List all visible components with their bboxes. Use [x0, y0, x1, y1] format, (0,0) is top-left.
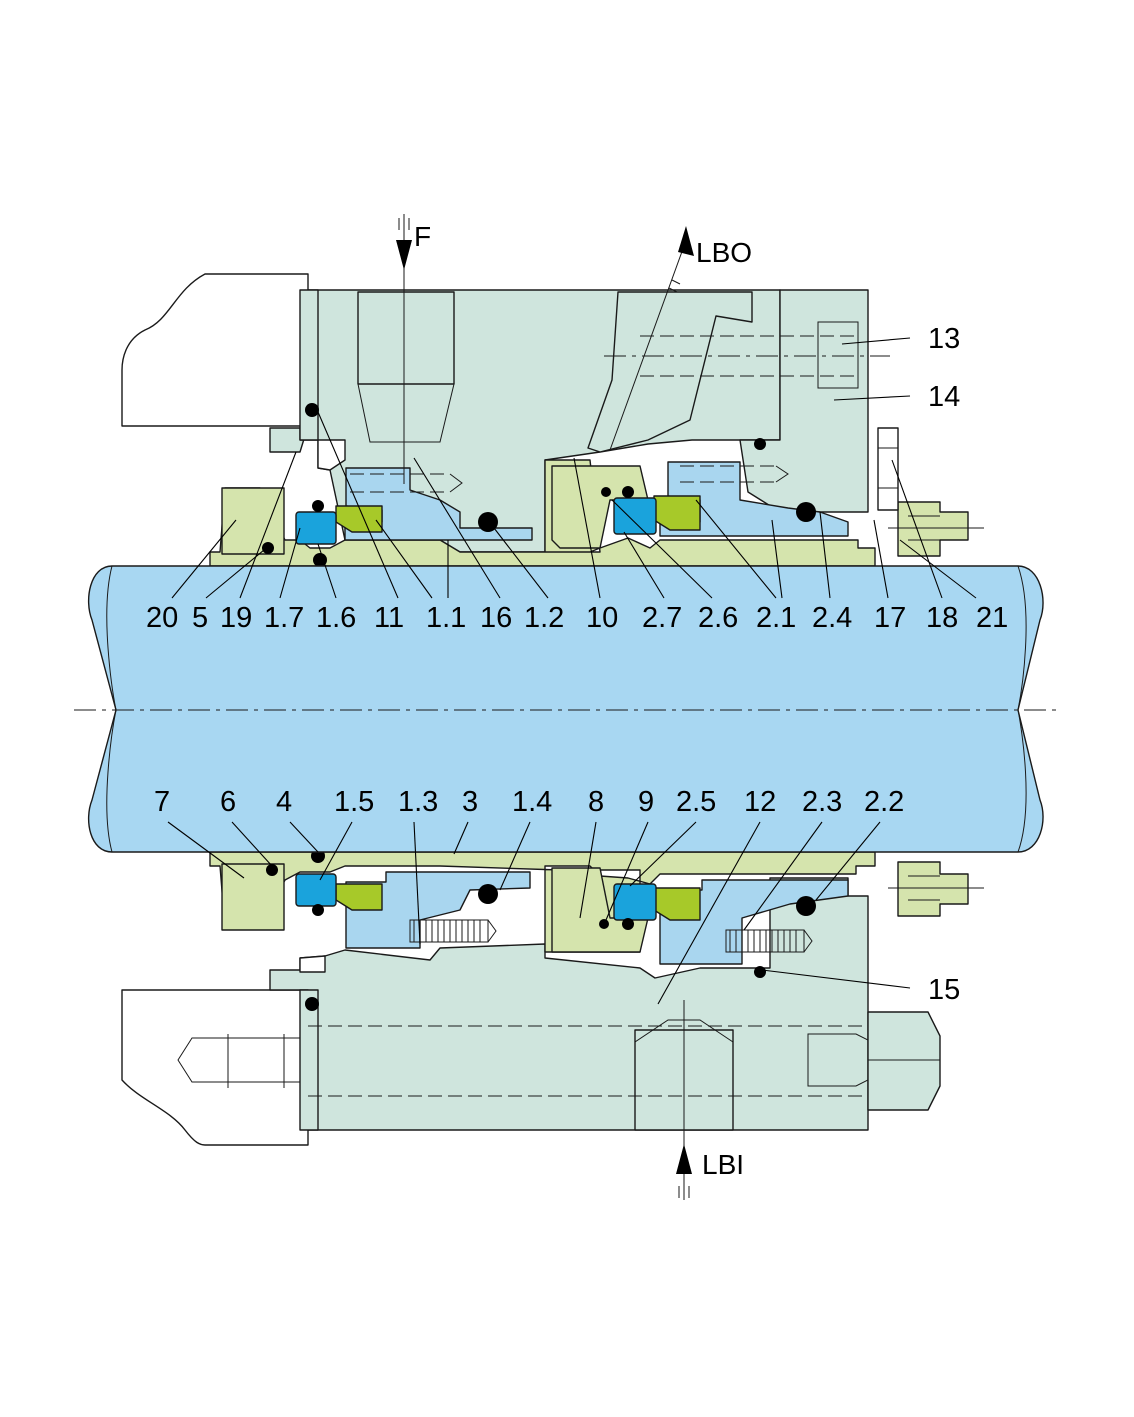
- part-label-5: 5: [192, 602, 208, 634]
- part-label-11: 11: [374, 602, 404, 634]
- part-label-1-1: 1.1: [426, 602, 466, 634]
- spring-2: [725, 929, 813, 953]
- part-label-2-7: 2.7: [642, 602, 682, 634]
- clamp-bolt-lower: [888, 861, 984, 917]
- o-rings: [262, 403, 816, 1011]
- part-label-20: 20: [146, 602, 178, 634]
- lbo-port-boss: [587, 291, 753, 453]
- f-port-bore: [357, 291, 455, 385]
- flow-label-lbi: LBI: [702, 1149, 744, 1180]
- part-label-2-2: 2.2: [864, 786, 904, 818]
- part-label-14: 14: [928, 381, 960, 413]
- part-label-12: 12: [744, 786, 776, 818]
- upper-left-recess: [317, 439, 346, 471]
- part-label-6: 6: [220, 786, 236, 818]
- leader-lines: [167, 337, 977, 1005]
- part-label-2-3: 2.3: [802, 786, 842, 818]
- part-label-15: 15: [928, 974, 960, 1006]
- flange-top: [299, 289, 319, 441]
- side-part-labels: 13 14 15: [928, 323, 960, 1006]
- collar-10-upper: [551, 465, 649, 549]
- part-label-3: 3: [462, 786, 478, 818]
- part-label-2-5: 2.5: [676, 786, 716, 818]
- part-label-1-3: 1.3: [398, 786, 438, 818]
- collar-upper: [221, 487, 285, 555]
- part-label-17: 17: [874, 602, 906, 634]
- lower-left-recess: [299, 955, 326, 973]
- part-label-19: 19: [220, 602, 252, 634]
- spring-1: [409, 919, 497, 943]
- part-label-10: 10: [586, 602, 618, 634]
- rotating-ring-2-upper: [613, 497, 657, 535]
- part-label-16: 16: [480, 602, 512, 634]
- rotating-ring-1-lower: [295, 873, 337, 907]
- flange-bottom: [299, 989, 319, 1131]
- flow-label-f: F: [414, 221, 431, 252]
- part-label-1-7: 1.7: [264, 602, 304, 634]
- part-label-2-4: 2.4: [812, 602, 852, 634]
- top-part-labels: 20 5 19 1.7 1.6 11 1.1 16 1.2 10 2.7 2.6…: [146, 602, 1008, 634]
- seal-face-1-lower: [335, 883, 383, 911]
- part-label-1-2: 1.2: [524, 602, 564, 634]
- rotating-ring-2-lower: [613, 883, 657, 921]
- part-label-4: 4: [276, 786, 292, 818]
- pump-casing-top: [121, 273, 309, 427]
- seal-face-2-upper: [653, 495, 701, 531]
- flow-label-lbo: LBO: [696, 237, 752, 268]
- part-label-1-4: 1.4: [512, 786, 552, 818]
- flow-arrow-lbo: [609, 226, 694, 451]
- pump-casing-bottom: [121, 989, 309, 1146]
- bottom-part-labels: 7 6 4 1.5 1.3 3 1.4 8 9 2.5 12 2.3 2.2: [154, 786, 904, 818]
- part-label-7: 7: [154, 786, 170, 818]
- part-label-21: 21: [976, 602, 1008, 634]
- part-label-13: 13: [928, 323, 960, 355]
- part-label-9: 9: [638, 786, 654, 818]
- clamp-bolt-upper: [877, 427, 984, 557]
- flow-arrow-f: [396, 214, 412, 484]
- bolt-13-hidden: [604, 321, 890, 389]
- part-label-2-6: 2.6: [698, 602, 738, 634]
- part-label-2-1: 2.1: [756, 602, 796, 634]
- flow-arrow-lbi: [676, 1000, 692, 1200]
- tie-bolt-lower: [177, 1011, 941, 1111]
- part-label-1-6: 1.6: [316, 602, 356, 634]
- part-label-18: 18: [926, 602, 958, 634]
- rotating-ring-1-upper: [295, 511, 337, 545]
- part-label-1-5: 1.5: [334, 786, 374, 818]
- part-label-8: 8: [588, 786, 604, 818]
